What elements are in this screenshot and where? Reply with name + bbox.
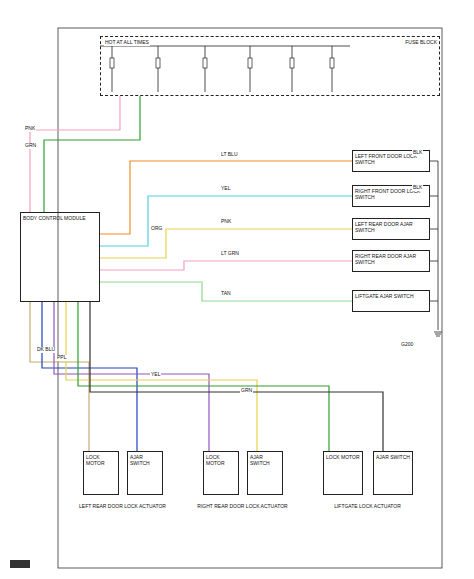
wire bbox=[90, 302, 383, 451]
component-box: AJAR SWITCH bbox=[373, 451, 413, 495]
wire-color-label: LT GRN bbox=[220, 251, 240, 257]
ground-symbol bbox=[434, 332, 442, 333]
fuse-lead bbox=[292, 46, 293, 92]
fuse-symbol bbox=[110, 58, 114, 68]
wire bbox=[100, 161, 352, 234]
component-box: BODY CONTROL MODULE bbox=[20, 212, 100, 302]
component-box: RIGHT REAR DOOR AJAR SWITCH bbox=[352, 250, 430, 272]
component-label: FUSE BLOCK bbox=[367, 37, 439, 47]
fuse-lead bbox=[205, 46, 206, 92]
fuse-block-box: FUSE BLOCK bbox=[100, 36, 440, 96]
component-label: LEFT REAR DOOR LOCK ACTUATOR bbox=[75, 501, 170, 511]
component-box: AJAR SWITCH bbox=[247, 451, 283, 495]
wire-color-label: PNK bbox=[220, 219, 232, 225]
ground-wire bbox=[430, 229, 438, 230]
wire-color-label: LT BLU bbox=[220, 152, 239, 158]
wire-color-label: ORG bbox=[150, 226, 163, 232]
wire bbox=[30, 302, 89, 451]
component-box: LEFT REAR DOOR AJAR SWITCH bbox=[352, 218, 430, 240]
component-label: AJAR SWITCH bbox=[248, 452, 282, 468]
fuse-lead bbox=[250, 46, 251, 92]
wire-color-label: BLK bbox=[412, 185, 423, 191]
component-box: LIFTGATE AJAR SWITCH bbox=[352, 290, 430, 312]
wire bbox=[66, 302, 257, 451]
component-label: LEFT REAR DOOR AJAR SWITCH bbox=[353, 219, 429, 235]
ground-wire bbox=[430, 161, 438, 162]
wire-color-label: YEL bbox=[220, 186, 231, 192]
fuse-symbol bbox=[248, 58, 252, 68]
component-box: LOCK MOTOR bbox=[83, 451, 119, 495]
component-label: AJAR SWITCH bbox=[374, 452, 412, 462]
component-label: AJAR SWITCH bbox=[128, 452, 162, 468]
wire-color-label: PNK bbox=[24, 126, 36, 132]
fuse-lead bbox=[332, 46, 333, 92]
wire bbox=[100, 282, 352, 301]
wire bbox=[44, 96, 140, 212]
ground-wire bbox=[430, 196, 438, 197]
ground-symbol bbox=[435, 334, 441, 335]
fuse-lead bbox=[112, 46, 113, 92]
power-bus bbox=[100, 46, 350, 47]
component-box: LOCK MOTOR bbox=[203, 451, 239, 495]
component-label: RIGHT REAR DOOR AJAR SWITCH bbox=[353, 251, 429, 267]
wire bbox=[100, 229, 352, 258]
fuse-symbol bbox=[330, 58, 334, 68]
power-note: HOT AT ALL TIMES bbox=[104, 40, 150, 46]
frame-border bbox=[58, 28, 442, 568]
ground-wire bbox=[430, 301, 438, 302]
wire-color-label: PPL bbox=[56, 355, 67, 361]
corner-mark bbox=[10, 560, 30, 568]
wire bbox=[54, 302, 209, 451]
component-label: LIFTGATE LOCK ACTUATOR bbox=[315, 501, 420, 511]
wire-color-label: GRN bbox=[240, 388, 253, 394]
ground-symbol bbox=[436, 336, 440, 337]
component-label: LOCK MOTOR bbox=[204, 452, 238, 468]
component-box: LIFTGATE LOCK ACTUATOR LOCK MOTOR AJAR SWI… bbox=[315, 445, 420, 535]
component-label: BODY CONTROL MODULE bbox=[21, 213, 99, 223]
component-label: LOCK MOTOR bbox=[84, 452, 118, 468]
wire bbox=[100, 261, 352, 270]
fuse-symbol bbox=[203, 58, 207, 68]
component-label: LIFTGATE AJAR SWITCH bbox=[353, 291, 429, 301]
component-box: LEFT REAR DOOR LOCK ACTUATOR LOCK MOTOR AJ… bbox=[75, 445, 170, 535]
wire-color-label: G200 bbox=[400, 342, 414, 348]
wire-color-label: BLK bbox=[412, 150, 423, 156]
ground-wire bbox=[438, 161, 439, 330]
component-box: RIGHT REAR DOOR LOCK ACTUATOR LOCK MOTOR A… bbox=[195, 445, 290, 535]
component-label: LOCK MOTOR bbox=[324, 452, 362, 462]
component-box: LOCK MOTOR bbox=[323, 451, 363, 495]
fuse-lead bbox=[158, 46, 159, 92]
component-label: RIGHT REAR DOOR LOCK ACTUATOR bbox=[195, 501, 290, 511]
wire-color-label: DK BLU bbox=[36, 347, 56, 353]
wire-color-label: GRN bbox=[24, 143, 37, 149]
wire bbox=[78, 302, 329, 451]
fuse-symbol bbox=[290, 58, 294, 68]
wire-color-label: TAN bbox=[220, 291, 232, 297]
fuse-symbol bbox=[156, 58, 160, 68]
wire-color-label: YEL bbox=[150, 372, 161, 378]
wire bbox=[100, 196, 352, 246]
component-box: AJAR SWITCH bbox=[127, 451, 163, 495]
ground-wire bbox=[430, 261, 438, 262]
